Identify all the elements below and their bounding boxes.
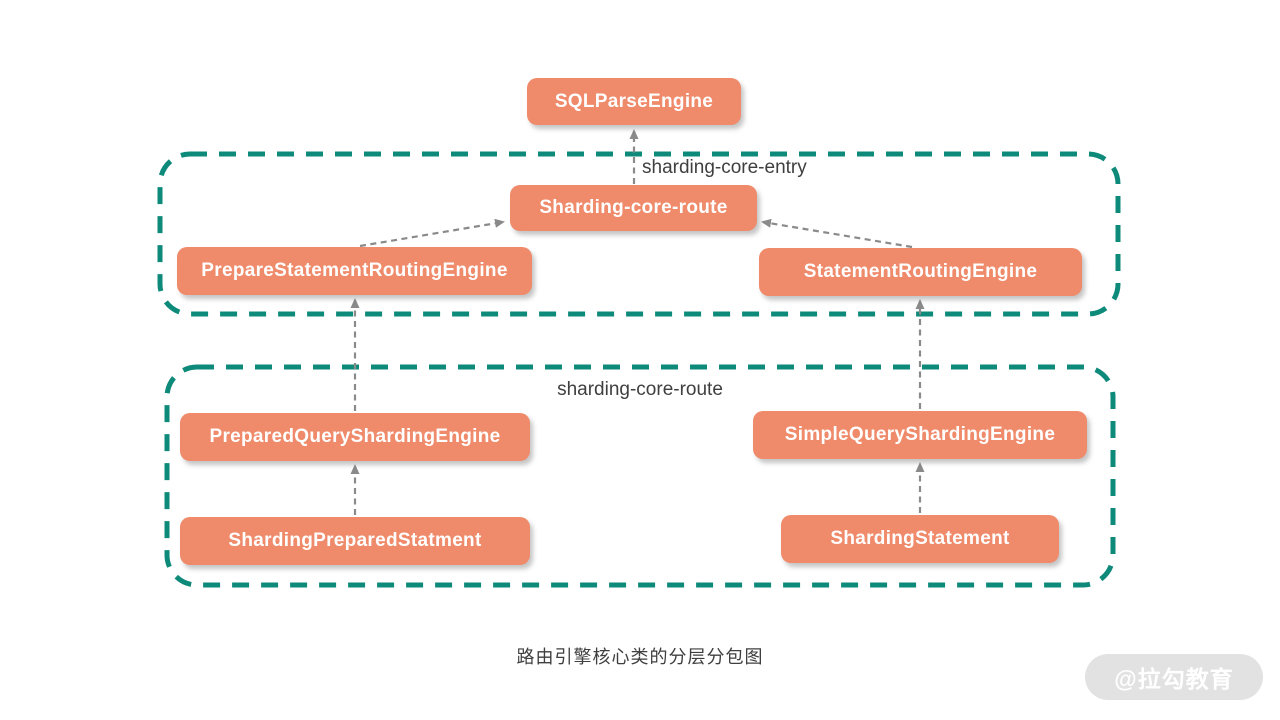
group-label-sharding-core-entry: sharding-core-entry bbox=[642, 157, 807, 178]
node-preparestatementroutingengine: PrepareStatementRoutingEngine bbox=[177, 247, 532, 295]
node-statementroutingengine: StatementRoutingEngine bbox=[759, 248, 1082, 296]
node-preparedqueryshardingengine: PreparedQueryShardingEngine bbox=[180, 413, 530, 461]
node-sqlparseengine: SQLParseEngine bbox=[527, 78, 741, 125]
container-sharding-core-entry bbox=[157, 151, 1121, 317]
arrow-preparestatement-to-shardingcoreroute bbox=[359, 218, 505, 248]
arrow-statement-to-shardingcoreroute bbox=[761, 218, 913, 249]
node-shardingpreparedstatment: ShardingPreparedStatment bbox=[180, 517, 530, 565]
diagram-caption: 路由引擎核心类的分层分包图 bbox=[516, 647, 764, 667]
node-simplequeryshardingengine: SimpleQueryShardingEngine bbox=[753, 411, 1087, 459]
node-shardingstatement: ShardingStatement bbox=[781, 515, 1059, 563]
watermark-text: @拉勾教育 bbox=[1114, 666, 1234, 692]
node-sharding-core-route: Sharding-core-route bbox=[510, 185, 757, 231]
container-sharding-core-route bbox=[164, 364, 1116, 588]
group-label-sharding-core-route: sharding-core-route bbox=[557, 379, 723, 400]
watermark-badge: @拉勾教育 bbox=[1085, 654, 1263, 700]
